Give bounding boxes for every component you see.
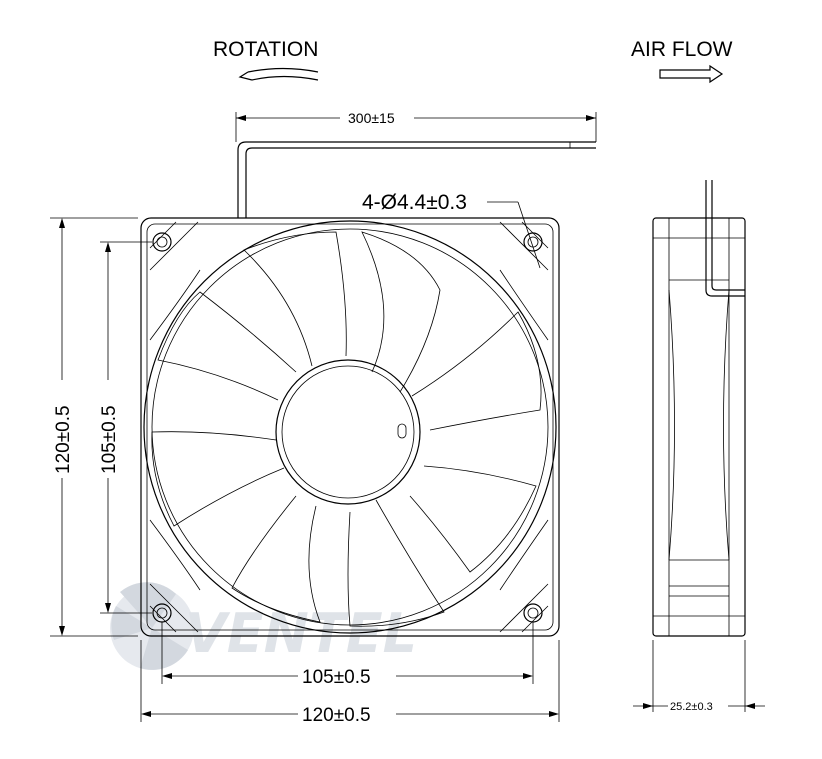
width-outer-dimension: 120±0.5 xyxy=(140,640,560,726)
fan-hub xyxy=(275,359,421,505)
air-flow-label: AIR FLOW xyxy=(631,38,733,61)
height-holes-dimension: 105±0.5 xyxy=(99,241,152,614)
width-holes-text: 105±0.5 xyxy=(302,667,371,688)
air-flow-arrow-icon xyxy=(659,64,724,84)
cable-length-text: 300±15 xyxy=(348,110,395,126)
hole-spec-callout: 4-Ø4.4±0.3 xyxy=(362,191,541,269)
thickness-text: 25.2±0.3 xyxy=(670,701,713,713)
cable-length-dimension: 300±15 xyxy=(235,110,597,142)
rotation-label: ROTATION xyxy=(213,38,318,61)
mounting-holes xyxy=(152,232,543,623)
cable xyxy=(237,141,596,218)
rotation-arrow-icon xyxy=(238,67,319,81)
watermark-text: VENTEL xyxy=(185,602,417,665)
fan-blades xyxy=(151,231,542,627)
height-holes-text: 105±0.5 xyxy=(99,405,120,474)
height-outer-text: 120±0.5 xyxy=(53,405,74,474)
hole-spec-text: 4-Ø4.4±0.3 xyxy=(362,191,467,214)
width-holes-dimension: 105±0.5 xyxy=(161,622,534,688)
fan-frame-front xyxy=(140,217,560,637)
width-outer-text: 120±0.5 xyxy=(302,705,371,726)
watermark-fan-icon xyxy=(110,582,194,670)
thickness-dimension: 25.2±0.3 xyxy=(633,640,765,713)
height-outer-dimension: 120±0.5 xyxy=(50,217,138,637)
fan-side-view xyxy=(652,180,746,637)
